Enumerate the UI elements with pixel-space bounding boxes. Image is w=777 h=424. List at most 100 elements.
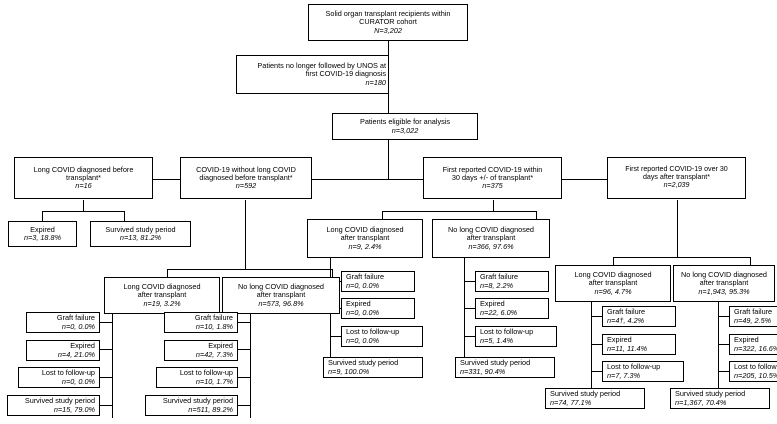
node-g3nolc-graft-label: Graft failure	[480, 272, 519, 282]
node-g1-stat: n=16	[75, 181, 92, 191]
connector-g2-left-drop	[167, 269, 169, 278]
connector-g2lc-leaf3	[99, 377, 113, 379]
node-g2-stat: n=592	[235, 181, 257, 191]
node-g2nolc-graft-failure: Graft failure n=10, 1.8%	[164, 312, 238, 333]
node-g2lc-survived-stat: n=15, 79.0%	[53, 404, 95, 414]
node-g1-survived-label: Survived study period	[105, 224, 176, 234]
connector-g4lc-leaf2	[591, 344, 603, 346]
node-g2nolc-lost-stat: n=10, 1.7%	[195, 376, 233, 386]
connector-g3-down	[493, 200, 495, 212]
connector-g3nolc-leaf3	[464, 336, 476, 338]
node-g2lc-lost-stat: n=0, 0.0%	[61, 376, 95, 386]
node-g2-no-long-covid-after-transplant: No long COVID diagnosed after transplant…	[222, 277, 340, 314]
node-g3nolc-expired-stat: n=22, 6.0%	[480, 307, 518, 317]
connector-g4lc-leaf1	[591, 316, 603, 318]
node-g3lc-survived-label: Survived study period	[328, 358, 399, 368]
node-g1-expired-stat: n=3, 18.8%	[23, 233, 62, 242]
node-g2lc-expired-stat: n=4, 21.0%	[57, 349, 95, 359]
node-g3-no-long-covid-after-transplant: No long COVID diagnosed after transplant…	[432, 219, 550, 258]
node-g4nolc-lost-label: Lost to follow-up	[734, 362, 777, 372]
connector-g4-left-drop	[613, 257, 615, 266]
node-g4nolc-expired-stat: n=322, 16.6%	[734, 343, 777, 353]
node-g3lc-lost-to-followup: Lost to follow-up n=0, 0.0%	[341, 326, 423, 347]
node-g2lc-graft-label: Graft failure	[56, 313, 95, 323]
connector-g3lc-leaf3	[330, 336, 342, 338]
node-g4nolc-survived: Survived study period n=1,367, 70.4%	[670, 388, 770, 409]
node-g3nolc-expired-label: Expired	[480, 299, 505, 309]
node-g2nolc-survived: Survived study period n=511, 89.2%	[145, 395, 238, 416]
node-g2lc-graft-stat: n=0, 0.0%	[61, 321, 95, 331]
node-g3nolc-expired: Expired n=22, 6.0%	[475, 298, 549, 319]
connector-level1-spine	[120, 179, 680, 181]
node-excluded-line2: first COVID-19 diagnosis	[305, 69, 386, 79]
node-g4nolc-lost-stat: n=205, 10.5%	[734, 370, 777, 380]
node-g4-line2: days after transplant*	[642, 173, 711, 182]
node-g3lc-graft-stat: n=0, 0.0%	[346, 280, 380, 290]
node-g4lc-graft-label: Graft failure	[607, 307, 646, 317]
node-g4lc-expired: Expired n=11, 11.4%	[602, 334, 676, 355]
connector-g4nolc-leaf1	[718, 316, 730, 318]
node-g1-expired-label: Expired	[30, 224, 55, 234]
node-g4-stat: n=2,039	[663, 180, 690, 189]
node-g4lc-lost-stat: n=7, 7.3%	[607, 370, 641, 380]
node-g2lc-survived-label: Survived study period	[24, 396, 95, 406]
connector-g2nolc-spine	[250, 310, 252, 418]
node-g4lc-line2: after transplant	[588, 278, 638, 288]
node-g2lc-lost-to-followup: Lost to follow-up n=0, 0.0%	[18, 367, 100, 388]
node-g2nolc-lost-to-followup: Lost to follow-up n=10, 1.7%	[156, 367, 238, 388]
node-g3nolc-survived: Survived study period n=331, 90.4%	[455, 357, 555, 378]
node-g4nolc-graft-stat: n=49, 2.5%	[734, 315, 772, 325]
node-g2-long-covid-after-transplant: Long COVID diagnosed after transplant n=…	[104, 277, 220, 314]
connector-g4lc-leaf3	[591, 371, 603, 373]
connector-g3nolc-leaf2	[464, 308, 476, 310]
node-g4lc-line1: Long COVID diagnosed	[574, 270, 652, 280]
node-g2nolc-survived-label: Survived study period	[162, 396, 233, 406]
node-g2lc-line1: Long COVID diagnosed	[123, 282, 201, 292]
node-g3lc-expired-label: Expired	[346, 299, 371, 309]
node-g3nolc-survived-stat: n=331, 90.4%	[460, 366, 506, 376]
node-g2nolc-lost-label: Lost to follow-up	[179, 368, 233, 378]
node-g2nolc-expired-label: Expired	[208, 341, 233, 351]
node-g4nolc-stat: n=1,943, 95.3%	[698, 286, 750, 296]
node-g4lc-lost-label: Lost to follow-up	[607, 362, 661, 372]
node-g3nolc-stat: n=366, 97.6%	[468, 241, 514, 251]
node-g4nolc-survived-stat: n=1,367, 70.4%	[675, 397, 727, 407]
connector-g2nolc-leaf1	[237, 322, 251, 324]
node-g2lc-expired-label: Expired	[70, 341, 95, 351]
node-g1-survived: Survived study period n=13, 81.2%	[90, 221, 191, 247]
node-g3nolc-survived-label: Survived study period	[460, 358, 531, 368]
node-eligible-line1: Patients eligible for analysis	[359, 117, 451, 127]
node-g4nolc-survived-label: Survived study period	[675, 389, 746, 399]
node-g2lc-survived: Survived study period n=15, 79.0%	[7, 395, 100, 416]
node-root-line1: Solid organ transplant recipients within	[325, 9, 451, 19]
node-g4-line1: First reported COVID-19 over 30	[625, 165, 728, 174]
node-g3lc-survived-stat: n=9, 100.0%	[328, 366, 370, 376]
connector-g2lc-leaf4	[99, 405, 113, 407]
connector-g3nolc-leaf1	[464, 281, 476, 283]
connector-g4nolc-leaf3	[718, 371, 730, 373]
node-g3lc-line1: Long COVID diagnosed	[326, 225, 404, 235]
node-g4nolc-lost-to-followup: Lost to follow-up n=205, 10.5%	[729, 361, 777, 382]
node-g3nolc-lost-to-followup: Lost to follow-up n=5, 1.4%	[475, 326, 557, 347]
node-g4nolc-graft-label: Graft failure	[734, 307, 773, 317]
node-g2nolc-expired-stat: n=42, 7.3%	[195, 349, 233, 359]
connector-eligible-down	[388, 140, 390, 180]
node-g2lc-expired: Expired n=4, 21.0%	[26, 340, 100, 361]
node-g3nolc-line1: No long COVID diagnosed	[448, 225, 534, 235]
node-g3lc-expired-stat: n=0, 0.0%	[346, 307, 380, 317]
node-g3-line2: 30 days +/- of transplant*	[451, 172, 534, 182]
node-g4nolc-expired-label: Expired	[734, 335, 759, 345]
connector-g2-right-drop	[332, 269, 334, 278]
connector-g4-right-drop	[750, 257, 752, 266]
connector-g1-down	[83, 200, 85, 212]
connector-g2lc-spine	[112, 310, 114, 418]
connector-g4-down	[677, 200, 679, 258]
node-g2nolc-line2: after transplant	[256, 290, 306, 300]
connector-g2nolc-leaf2	[237, 349, 251, 351]
connector-g2-bracket	[167, 269, 333, 271]
node-group-long-covid-before-transplant: Long COVID diagnosed before transplant* …	[14, 157, 153, 199]
node-g2lc-stat: n=19, 3.2%	[143, 298, 181, 308]
node-g3lc-graft-failure: Graft failure n=0, 0.0%	[341, 271, 415, 292]
node-g2nolc-stat: n=573, 96.8%	[258, 298, 304, 308]
